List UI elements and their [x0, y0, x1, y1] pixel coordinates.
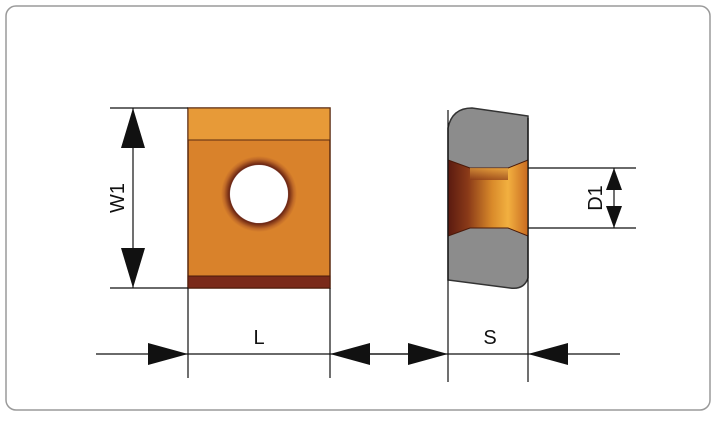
mounting-hole-opening	[230, 165, 288, 223]
dimension-w1: W1	[107, 107, 188, 289]
dimension-l: L	[96, 288, 412, 378]
arrow-up-icon	[606, 168, 622, 190]
insert-top-band	[187, 107, 331, 141]
dimension-d1: D1	[528, 167, 636, 229]
insert-side-view	[447, 107, 529, 382]
insert-bottom-band	[187, 275, 331, 289]
arrow-right-icon	[408, 343, 448, 365]
dimension-label-d1: D1	[585, 185, 607, 211]
arrow-down-icon	[606, 206, 622, 228]
arrow-right-icon	[148, 343, 188, 365]
dimension-label-l: L	[253, 327, 264, 349]
arrow-left-icon	[528, 343, 568, 365]
arrow-down-icon	[121, 248, 145, 288]
dimension-s: S	[370, 327, 620, 365]
arrow-up-icon	[121, 108, 145, 148]
dimension-label-w1: W1	[107, 183, 129, 213]
frame-border	[5, 5, 711, 411]
insert-front-view	[187, 107, 331, 289]
bore-highlight	[470, 168, 508, 180]
arrow-left-icon	[330, 343, 370, 365]
dimension-label-s: S	[483, 327, 496, 349]
